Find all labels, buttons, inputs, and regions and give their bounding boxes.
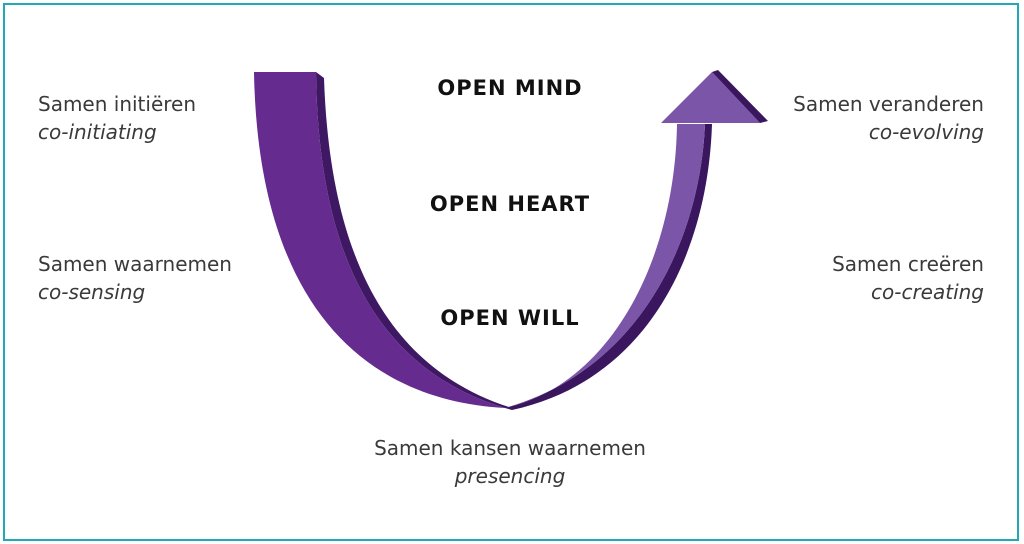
stage-co-initiating: Samen initiëren co-initiating xyxy=(38,90,196,146)
stage-title: Samen initiëren xyxy=(38,92,197,116)
open-heart-label: OPEN HEART xyxy=(429,192,591,216)
stage-subtitle: co-initiating xyxy=(38,120,157,144)
u-left-arm-side xyxy=(316,72,512,408)
open-will-label: OPEN WILL xyxy=(440,306,580,330)
stage-co-evolving: Samen veranderen co-evolving xyxy=(793,90,984,146)
arrow-head-side xyxy=(712,70,768,123)
stage-title: Samen veranderen xyxy=(793,92,984,116)
stage-title: Samen kansen waarnemen xyxy=(374,436,646,460)
diagram-frame xyxy=(3,3,1019,541)
stage-subtitle: co-sensing xyxy=(38,280,146,304)
stage-co-sensing: Samen waarnemen co-sensing xyxy=(38,250,232,306)
u-left-arm xyxy=(254,72,505,408)
u-right-arm xyxy=(505,124,705,408)
arrow-head xyxy=(661,72,760,123)
stage-presencing: Samen kansen waarnemen presencing xyxy=(300,434,720,490)
u-right-arm-side xyxy=(505,124,712,410)
open-mind-label: OPEN MIND xyxy=(437,76,583,100)
stage-title: Samen creëren xyxy=(832,252,984,276)
stage-subtitle: presencing xyxy=(454,464,566,488)
stage-co-creating: Samen creëren co-creating xyxy=(832,250,984,306)
stage-title: Samen waarnemen xyxy=(38,252,232,276)
stage-subtitle: co-evolving xyxy=(868,120,984,144)
stage-subtitle: co-creating xyxy=(871,280,984,304)
